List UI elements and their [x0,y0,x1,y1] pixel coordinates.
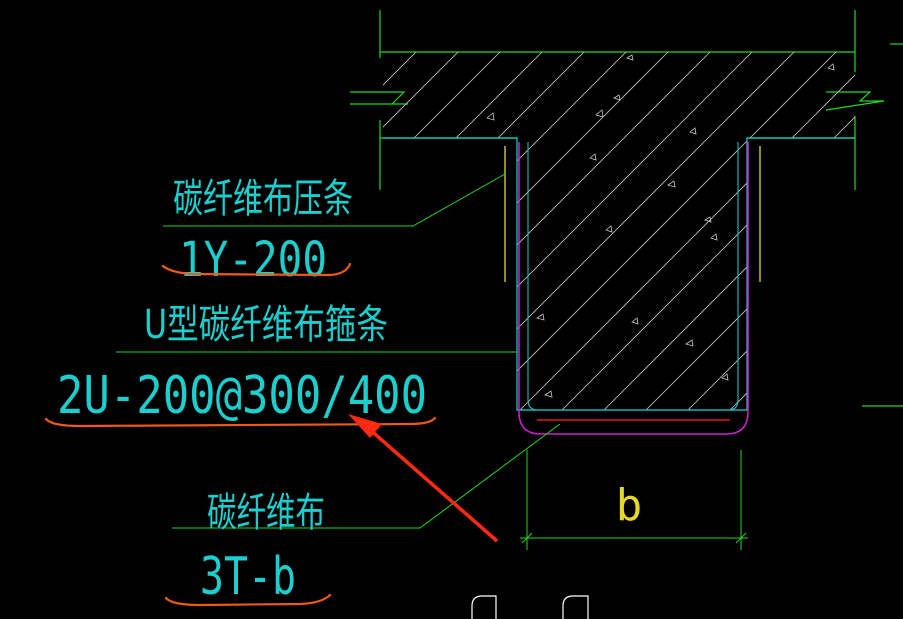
leader-lines [116,173,561,529]
underline-cfrp [164,593,332,607]
hatch-line [383,52,763,410]
hatch-line [383,52,511,410]
hatch-line [721,52,855,410]
hatch-line [385,52,847,410]
concrete-outline [383,137,855,411]
cfrp-leader [172,423,561,529]
left-break-symbol [350,91,408,105]
hatch-line [511,52,855,410]
hatch-line [383,52,469,410]
hatch-line [469,52,855,410]
underline-press-strip [161,262,352,277]
u-stirrup-code-label: 2U-200@300/400 [57,366,427,426]
press-strip-leader [163,173,506,227]
hatch-line [637,52,855,410]
cfrp-code-label: 3T-b [200,547,296,607]
press-strip-code-label: 1Y-200 [179,232,327,288]
right-break-symbol [825,91,885,111]
concrete-aggregate [486,54,835,398]
hatch-line [383,52,595,410]
hatch-line [679,52,855,410]
width-dim-label: b [616,480,643,531]
u-stirrup-line [518,142,749,435]
bottom-partial-shapes [471,595,589,619]
hatch-line [427,52,855,410]
u-stirrup-name-label: U型碳纤维布箍条 [144,302,388,348]
underline-u-stirrup [44,416,437,428]
break-lines [350,10,903,407]
cfrp-name-label: 碳纤维布 [207,490,325,536]
press-strip-name-label: 碳纤维布压条 [173,176,353,222]
red-arrow-annotation [348,414,499,543]
hatch-line [383,52,553,410]
inner-beam-line [527,142,739,411]
markup-underlines [44,262,437,607]
hatch-line [595,52,855,410]
width-dimension [520,450,748,550]
